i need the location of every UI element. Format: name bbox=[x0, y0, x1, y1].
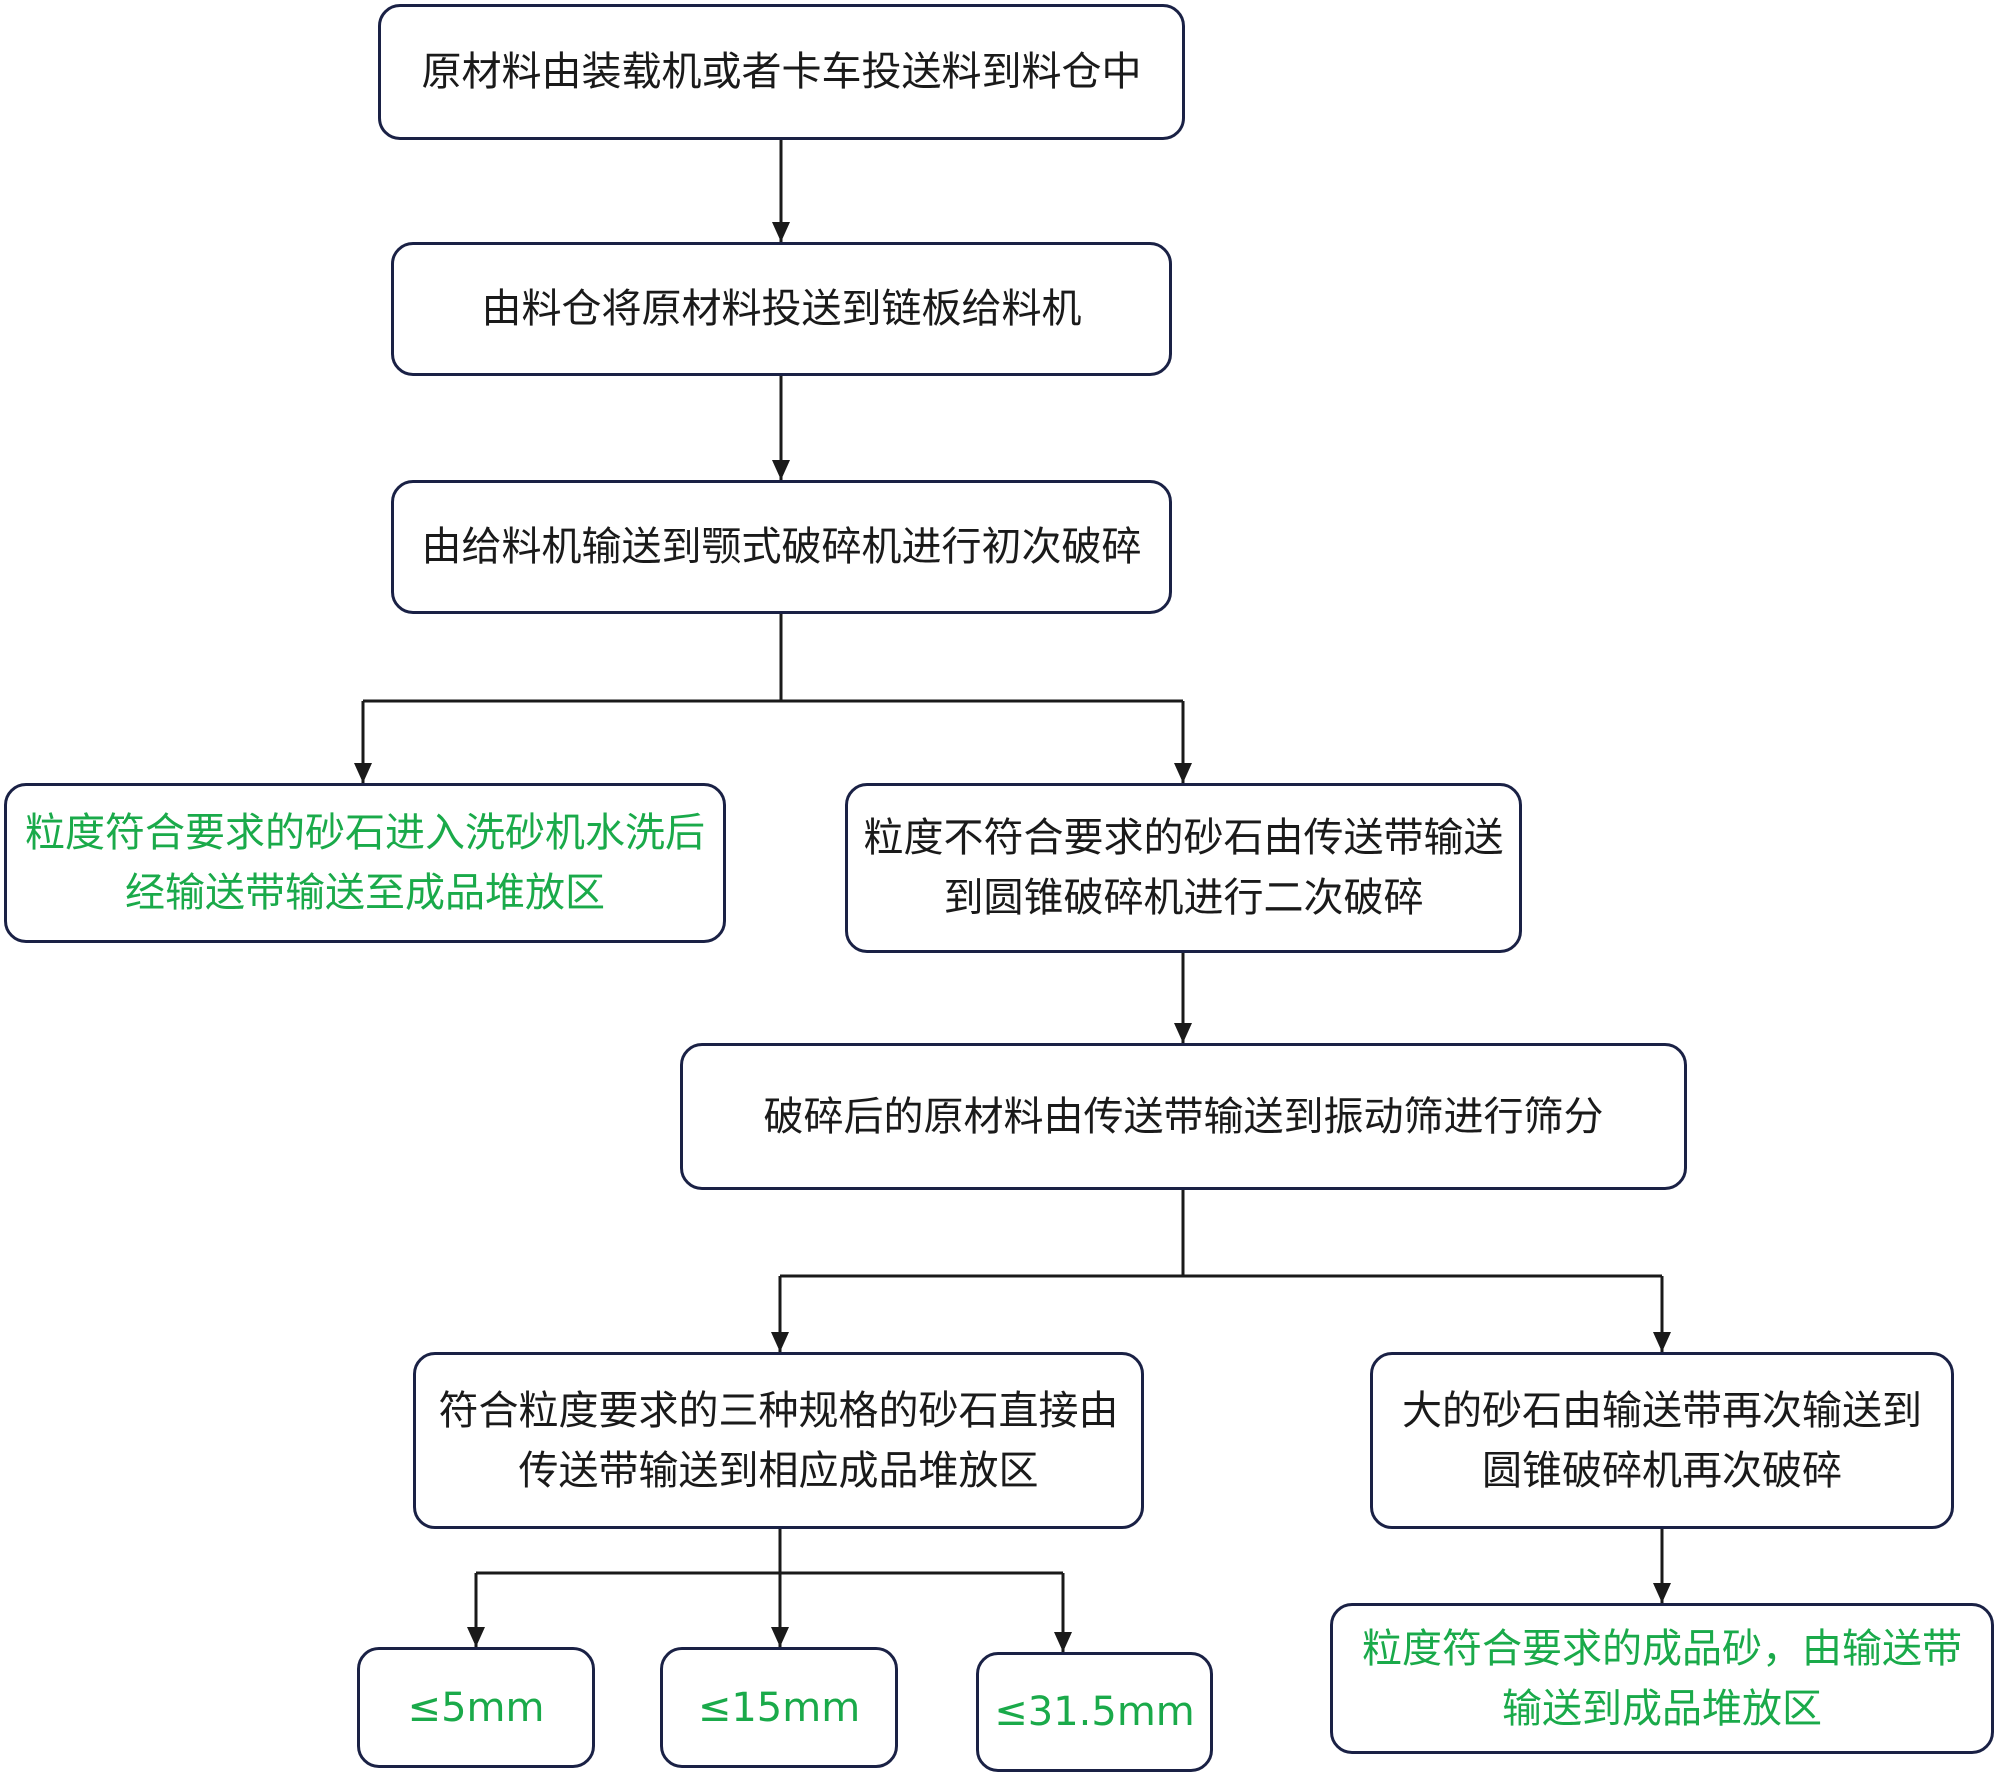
node-size-15mm: ≤15mm bbox=[660, 1647, 898, 1768]
split-n3 bbox=[363, 614, 1183, 703]
node-jaw-crusher: 由给料机输送到颚式破碎机进行初次破碎 bbox=[391, 480, 1172, 614]
arrowhead bbox=[772, 460, 790, 480]
node-text: 破碎后的原材料由传送带输送到振动筛进行筛分 bbox=[763, 1093, 1604, 1140]
arrowhead bbox=[1653, 1332, 1671, 1352]
node-text-line2: 到圆锥破碎机进行二次破碎 bbox=[943, 875, 1424, 921]
node-bin-to-feeder: 由料仓将原材料投送到链板给料机 bbox=[391, 242, 1172, 376]
node-text-line2: 传送带输送到相应成品堆放区 bbox=[518, 1447, 1039, 1494]
arrowhead bbox=[1174, 1023, 1192, 1043]
arrowhead bbox=[1653, 1583, 1671, 1603]
node-three-sizes: 符合粒度要求的三种规格的砂石直接由 传送带输送到相应成品堆放区 bbox=[413, 1352, 1144, 1529]
arrowhead bbox=[354, 763, 372, 783]
arrowhead bbox=[1054, 1632, 1072, 1652]
node-text: 原材料由装载机或者卡车投送料到料仓中 bbox=[421, 49, 1142, 95]
arrowhead bbox=[467, 1627, 485, 1647]
node-vibrating-screen: 破碎后的原材料由传送带输送到振动筛进行筛分 bbox=[680, 1043, 1687, 1190]
node-text-line1: 粒度符合要求的砂石进入洗砂机水洗后 bbox=[25, 810, 705, 856]
node-feed-to-bin: 原材料由装载机或者卡车投送料到料仓中 bbox=[378, 4, 1185, 140]
arrowhead bbox=[771, 1627, 789, 1647]
arrowhead bbox=[772, 222, 790, 242]
split-n7 bbox=[476, 1529, 1063, 1575]
node-text: ≤5mm bbox=[407, 1684, 545, 1731]
node-qualified-sand-wash: 粒度符合要求的砂石进入洗砂机水洗后 经输送带输送至成品堆放区 bbox=[4, 783, 726, 943]
node-text-line1: 粒度不符合要求的砂石由传送带输送 bbox=[863, 815, 1504, 861]
node-text-line2: 经输送带输送至成品堆放区 bbox=[125, 870, 605, 916]
node-finished-sand: 粒度符合要求的成品砂，由输送带 输送到成品堆放区 bbox=[1330, 1603, 1994, 1754]
node-text-line1: 粒度符合要求的成品砂，由输送带 bbox=[1362, 1625, 1962, 1672]
node-text: 由料仓将原材料投送到链板给料机 bbox=[481, 286, 1082, 332]
node-cone-crusher: 粒度不符合要求的砂石由传送带输送 到圆锥破碎机进行二次破碎 bbox=[845, 783, 1522, 953]
node-text: 由给料机输送到颚式破碎机进行初次破碎 bbox=[421, 524, 1142, 570]
arrowhead bbox=[1174, 763, 1192, 783]
node-text-line2: 输送到成品堆放区 bbox=[1502, 1685, 1822, 1732]
node-text: ≤15mm bbox=[697, 1684, 861, 1731]
node-size-31-5mm: ≤31.5mm bbox=[976, 1652, 1213, 1772]
node-text-line1: 符合粒度要求的三种规格的砂石直接由 bbox=[438, 1387, 1119, 1434]
node-size-5mm: ≤5mm bbox=[357, 1647, 595, 1768]
node-text-line1: 大的砂石由输送带再次输送到 bbox=[1402, 1387, 1922, 1434]
split-n6 bbox=[780, 1190, 1662, 1278]
node-text-line2: 圆锥破碎机再次破碎 bbox=[1482, 1447, 1842, 1494]
arrowhead bbox=[771, 1332, 789, 1352]
node-text: ≤31.5mm bbox=[994, 1689, 1195, 1735]
node-oversize-recrush: 大的砂石由输送带再次输送到 圆锥破碎机再次破碎 bbox=[1370, 1352, 1954, 1529]
